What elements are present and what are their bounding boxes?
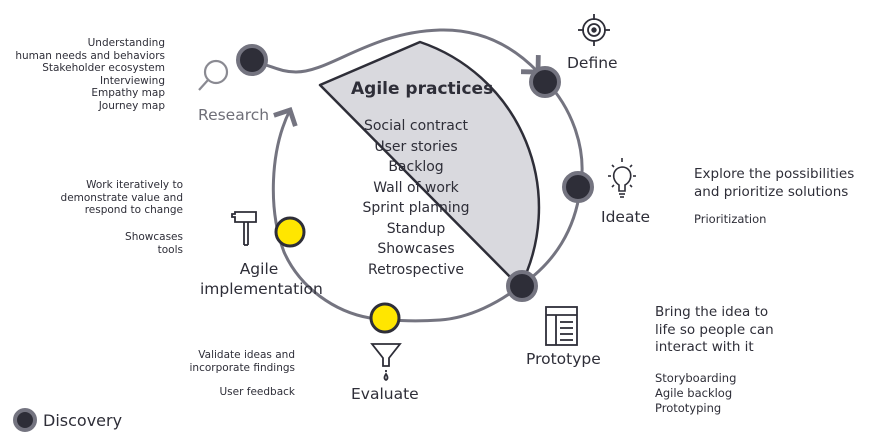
evaluate-notes: Validate ideas and incorporate findings (145, 349, 295, 374)
agile-implementation-practice: tools (157, 243, 183, 256)
agile-practice-item: Standup (386, 220, 446, 237)
prototype-description: Bring the idea to life so people can int… (655, 304, 774, 357)
agile-practice-item: Showcases (377, 241, 455, 257)
agile-implementation-note: respond to change (84, 204, 183, 216)
agile-practice-item: Sprint planning (362, 200, 470, 216)
agile-practice-item: Retrospective (368, 261, 464, 278)
evaluate-practice: User feedback (219, 386, 295, 398)
agile-practices-title: Agile practices (351, 79, 494, 99)
agile-implementation-practice: Showcases (125, 231, 183, 243)
define-node (529, 66, 561, 98)
research-node (236, 44, 268, 76)
agile-implementation-note: demonstrate value and (60, 191, 183, 204)
research-to-define-path (251, 28, 541, 75)
prototype-description-line: interact with it (655, 339, 754, 355)
agile-practices-wedge (318, 40, 541, 289)
define-label: Define (567, 54, 618, 72)
agile-practices-list: Social contract User stories Backlog Wal… (351, 116, 481, 280)
ideate-node (562, 171, 594, 203)
agile-implementation-label-line: implementation (200, 280, 323, 298)
magnifier-icon (198, 59, 229, 91)
prototype-node (506, 270, 538, 302)
prototype-practices: Storyboarding Agile backlog Prototyping (655, 371, 736, 416)
research-note: Interviewing (99, 74, 165, 87)
evaluate-note: incorporate findings (189, 361, 295, 374)
hammer-icon (231, 211, 257, 246)
legend-discovery-label: Discovery (43, 411, 123, 430)
agile-practice-item: Wall of work (373, 179, 459, 196)
agile-practice-item: User stories (374, 138, 458, 155)
agile-practice-item: Social contract (363, 118, 469, 134)
agile-implementation-practices: Showcases tools (40, 231, 183, 256)
funnel-icon (370, 343, 402, 382)
agile-implementation-label-line: Agile (239, 260, 279, 278)
agile-implementation-label: Agile implementation (200, 259, 323, 299)
ideate-practice: Prioritization (694, 212, 767, 226)
research-note: human needs and behaviors (15, 49, 165, 62)
research-note: Understanding (87, 37, 165, 49)
prototype-description-line: life so people can (655, 321, 774, 338)
prototype-practice: Prototyping (655, 401, 722, 415)
research-label: Research (198, 106, 270, 124)
prototype-description-line: Bring the idea to (655, 304, 769, 320)
ideate-label: Ideate (601, 208, 651, 226)
evaluate-node (369, 302, 401, 334)
agile-implementation-notes: Work iteratively to demonstrate value an… (40, 179, 183, 217)
layout-icon (545, 306, 578, 346)
agile-implementation-node (274, 216, 306, 248)
agile-practice-item: Backlog (388, 159, 444, 175)
target-icon (578, 14, 610, 46)
evaluate-label: Evaluate (351, 385, 419, 403)
research-notes: Understanding human needs and behaviors … (0, 37, 165, 112)
ideate-description-line: Explore the possibilities (694, 166, 855, 182)
ideate-description-line: and prioritize solutions (694, 183, 849, 200)
research-note: Journey map (98, 99, 165, 112)
ideate-description: Explore the possibilities and prioritize… (694, 166, 854, 201)
legend-discovery-node (13, 408, 37, 432)
research-note: Empathy map (91, 87, 165, 99)
prototype-label: Prototype (526, 350, 601, 368)
research-note: Stakeholder ecosystem (42, 62, 165, 74)
lightbulb-icon (608, 158, 636, 198)
prototype-practice: Agile backlog (655, 386, 733, 400)
agile-implementation-note: Work iteratively to (86, 179, 183, 191)
inner-ring-path (271, 106, 521, 323)
prototype-practice: Storyboarding (655, 371, 737, 385)
evaluate-note: Validate ideas and (198, 349, 295, 361)
